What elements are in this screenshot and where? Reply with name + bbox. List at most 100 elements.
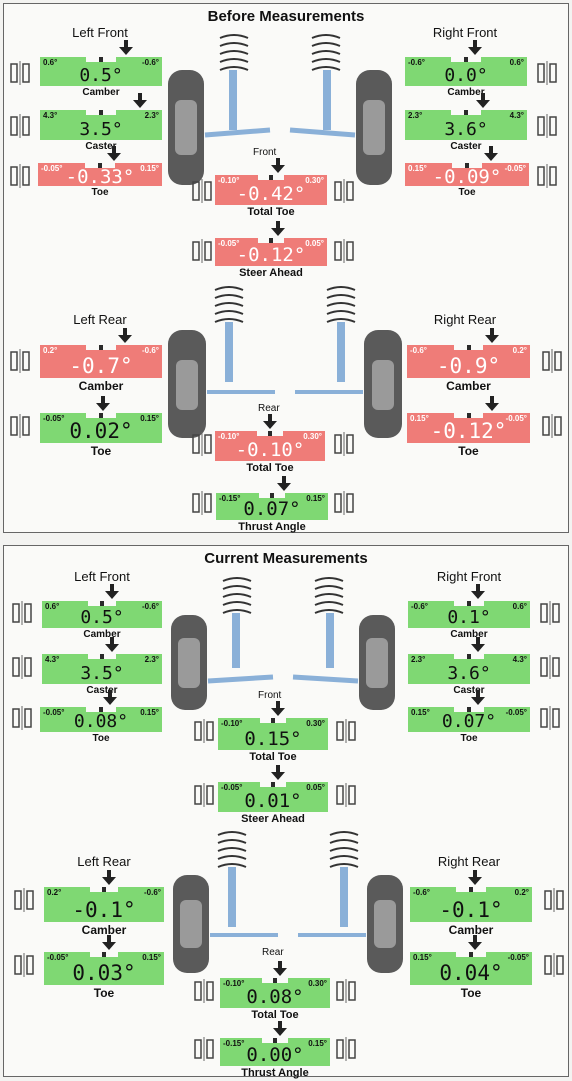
c-lr-camber-gauge: 0.2°-0.6°-0.1°Camber: [44, 887, 164, 938]
down-arrow-icon: [273, 961, 287, 976]
center-tick: [273, 1038, 277, 1043]
center-tick: [469, 952, 473, 957]
before-rear-suspension-illustration: [168, 286, 402, 438]
measurement-label: Toe: [92, 733, 110, 744]
range-low-label: 0.15°: [410, 414, 429, 423]
b-rf-toe-gauge: 0.15°-0.05°-0.09°Toe: [405, 163, 529, 200]
wheel-orientation-icon: [537, 164, 557, 188]
center-tick: [269, 175, 273, 180]
down-arrow-icon: [484, 146, 498, 161]
wheel-orientation-icon: [10, 164, 30, 188]
gauge-bar: [215, 431, 325, 461]
wheel-orientation-icon: [540, 601, 560, 625]
wheel-orientation-icon: [194, 979, 214, 1003]
down-arrow-icon: [119, 40, 133, 55]
wheel-orientation-icon: [192, 491, 212, 515]
wheel-orientation-icon: [334, 432, 354, 456]
measurement-value: 0.07°: [441, 711, 497, 732]
c-rear-total-toe-gauge: -0.10°0.30°0.08°Total Toe: [220, 978, 330, 1023]
c-lf-caster-gauge: 4.3°2.3°3.5°Caster: [42, 654, 162, 698]
c-rf-toe-gauge: 0.15°-0.05°0.07°Toe: [408, 707, 530, 746]
measurement-label: Toe: [90, 444, 112, 458]
down-arrow-icon: [271, 221, 285, 236]
measurement-label: Steer Ahead: [241, 813, 305, 825]
measurement-label: Camber: [78, 379, 124, 393]
range-high-label: 0.05°: [305, 239, 324, 248]
center-tick: [466, 413, 471, 418]
range-low-label: -0.6°: [410, 346, 427, 355]
center-tick: [271, 782, 275, 787]
center-tick: [99, 707, 103, 712]
measurement-label: Thrust Angle: [241, 1067, 309, 1079]
measurement-label: Toe: [458, 444, 479, 458]
center-tick: [269, 238, 273, 243]
measurement-value: 3.6°: [444, 119, 488, 140]
down-arrow-icon: [471, 637, 485, 652]
center-tick: [99, 413, 103, 418]
measurement-value: -0.1°: [439, 898, 503, 922]
range-high-label: 0.2°: [514, 888, 529, 897]
range-high-label: -0.6°: [142, 602, 159, 611]
b-rr-camber-gauge: -0.6°0.2°-0.9°Camber: [407, 345, 530, 394]
down-arrow-icon: [107, 146, 121, 161]
measurement-value: 0.0°: [444, 65, 488, 86]
center-tick: [102, 887, 106, 892]
measurement-label: Toe: [460, 986, 482, 1000]
wheel-orientation-icon: [336, 783, 356, 807]
range-high-label: 0.05°: [306, 783, 325, 792]
measurement-value: -0.1°: [72, 898, 136, 922]
b-total-toe-gauge: -0.10°0.30°-0.42°Total Toe: [215, 175, 327, 220]
center-tick: [270, 493, 274, 498]
c-rr-camber-gauge: -0.6°0.2°-0.1°Camber: [410, 887, 532, 938]
wheel-orientation-icon: [192, 239, 212, 263]
wheel-orientation-icon: [334, 491, 354, 515]
gauge-bar: [44, 887, 164, 922]
gauge-bar: [218, 782, 328, 812]
range-low-label: -0.10°: [218, 432, 240, 441]
b-thrust-gauge: -0.15°0.15°0.07°Thrust Angle: [216, 493, 328, 535]
range-low-label: 0.6°: [43, 58, 58, 67]
range-low-label: -0.15°: [219, 494, 241, 503]
down-arrow-icon: [271, 158, 285, 173]
measurement-label: Camber: [447, 87, 485, 98]
down-arrow-icon: [96, 396, 110, 411]
range-high-label: -0.6°: [142, 58, 159, 67]
measurement-label: Thrust Angle: [238, 521, 306, 533]
range-low-label: -0.6°: [413, 888, 430, 897]
range-low-label: 0.2°: [47, 888, 62, 897]
measurement-label: Toe: [460, 733, 478, 744]
measurement-value: 0.08°: [73, 711, 129, 732]
center-tick: [467, 654, 471, 659]
range-low-label: 0.15°: [413, 953, 432, 962]
wheel-orientation-icon: [12, 601, 32, 625]
range-high-label: -0.05°: [505, 708, 527, 717]
range-low-label: -0.05°: [218, 239, 240, 248]
range-high-label: 4.3°: [512, 655, 527, 664]
range-high-label: 0.15°: [140, 414, 159, 423]
down-arrow-icon: [471, 584, 485, 599]
b-lf-toe-gauge: -0.05°0.15°-0.33°Toe: [38, 163, 162, 200]
measurement-value: -0.12°: [236, 244, 306, 266]
gauge-bar: [38, 163, 162, 186]
c-total-toe-gauge: -0.10°0.30°0.15°Total Toe: [218, 718, 328, 765]
wheel-orientation-icon: [336, 1037, 356, 1061]
measurement-value: 0.5°: [79, 65, 123, 86]
wheel-orientation-icon: [540, 655, 560, 679]
down-arrow-icon: [118, 328, 132, 343]
range-high-label: 0.30°: [306, 719, 325, 728]
c-rf-caster-gauge: 2.3°4.3°3.6°Caster: [408, 654, 530, 698]
range-high-label: -0.05°: [504, 164, 526, 173]
range-low-label: -0.05°: [41, 164, 63, 173]
range-low-label: -0.05°: [47, 953, 69, 962]
wheel-orientation-icon: [10, 414, 30, 438]
wheel-orientation-icon: [544, 953, 564, 977]
measurement-value: 0.04°: [439, 961, 503, 985]
b-steer-ahead-gauge: -0.05°0.05°-0.12°Steer Ahead: [215, 238, 327, 281]
before-right-front-label: Right Front: [432, 25, 498, 40]
range-high-label: -0.05°: [505, 414, 527, 423]
range-high-label: 0.6°: [512, 602, 527, 611]
wheel-orientation-icon: [14, 953, 34, 977]
range-low-label: -0.10°: [221, 719, 243, 728]
before-rear-axle-label: Rear: [258, 403, 280, 414]
range-low-label: -0.10°: [218, 176, 240, 185]
